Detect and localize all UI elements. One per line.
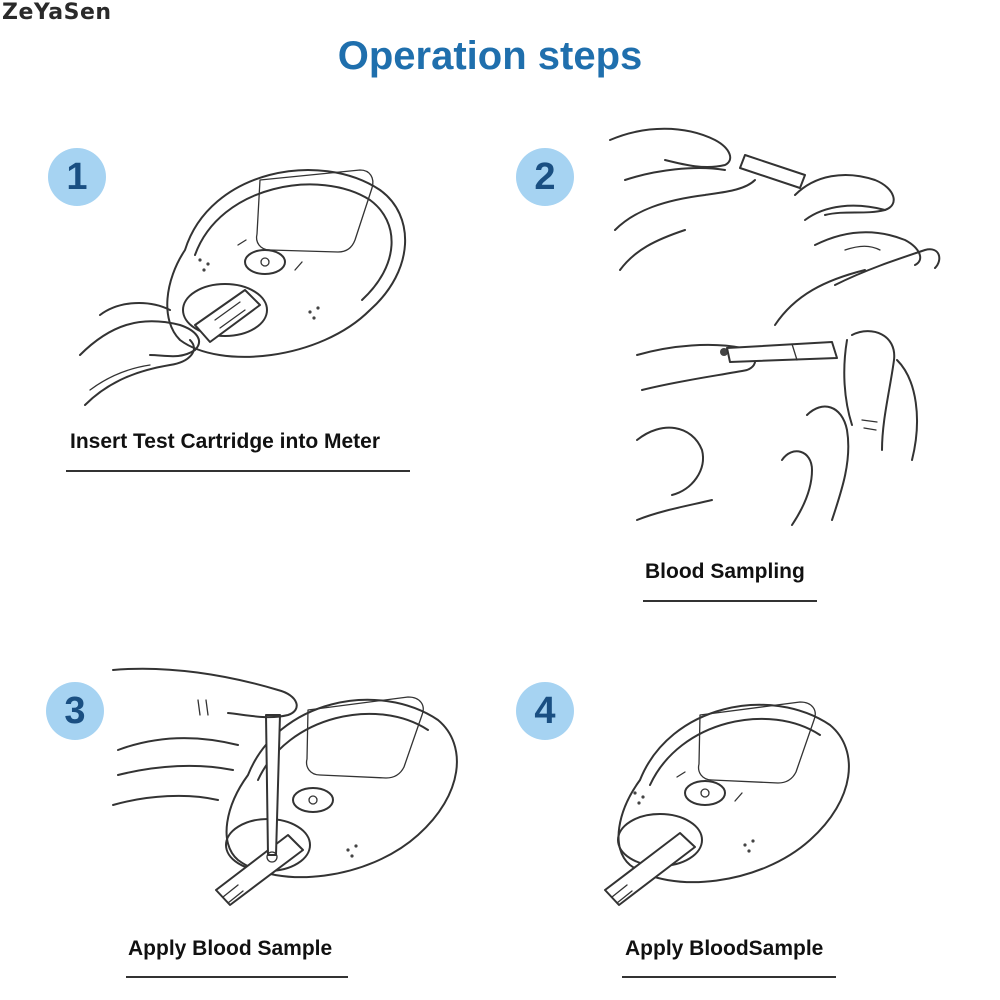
step-2-underline — [643, 600, 817, 602]
step-3-illustration — [112, 667, 458, 906]
step-4-underline — [622, 976, 836, 978]
step-1-underline — [66, 470, 410, 472]
step-1-illustration — [79, 169, 407, 406]
step-2-illustration-bottom — [636, 330, 918, 526]
step-2-label: Blood Sampling — [645, 560, 805, 583]
step-4-badge: 4 — [516, 682, 574, 740]
step-1-badge: 1 — [48, 148, 106, 206]
step-4-label: Apply BloodSample — [625, 937, 824, 960]
brand-logo: ZeYaSen — [2, 0, 112, 25]
step-3-underline — [126, 976, 348, 978]
step-2-badge: 2 — [516, 148, 574, 206]
step-3-badge: 3 — [46, 682, 104, 740]
step-1-label: Insert Test Cartridge into Meter — [70, 430, 380, 453]
step-2-illustration-top — [609, 127, 941, 326]
step-3-label: Apply Blood Sample — [128, 937, 333, 960]
page-title: Operation steps — [337, 34, 643, 78]
step-4-illustration — [604, 701, 850, 906]
